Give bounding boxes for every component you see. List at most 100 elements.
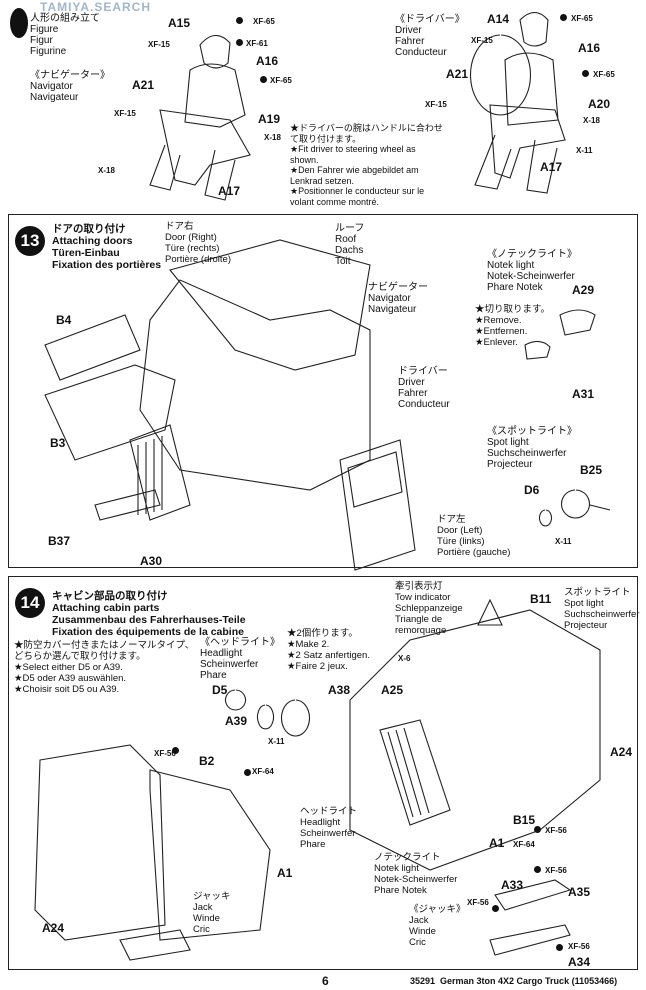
headlight-top-label: 《ヘッドライト》 Headlight Scheinwerfer Phare (200, 637, 280, 681)
jack-left (119, 929, 191, 961)
paint-dot (534, 866, 541, 873)
watermark: TAMIYA.SEARCH (40, 0, 152, 14)
navigator-label: 《ナビゲーター》 Navigator Navigateur (30, 70, 110, 103)
door-left (339, 439, 416, 571)
part-label: A30 (140, 554, 163, 568)
paint-dot (556, 944, 563, 951)
part-label: D5 (212, 683, 228, 697)
paint-label: X-18 (264, 133, 281, 142)
paint-dot (260, 76, 267, 83)
paint-label: X-18 (583, 116, 600, 125)
paint-label: X-11 (576, 146, 593, 155)
paint-label: XF-56 (467, 898, 489, 907)
part-label: A39 (225, 714, 248, 728)
driver-label-13: ドライバー Driver Fahrer Conducteur (398, 366, 450, 410)
paint-label: XF-56 (154, 749, 176, 758)
part-label: B15 (513, 813, 536, 827)
paint-dot (172, 747, 179, 754)
step14-frame (8, 576, 638, 970)
cab-front-left (149, 769, 271, 941)
driver-label: 《ドライバー》 Driver Fahrer Conducteur (395, 14, 465, 58)
paint-dot (492, 905, 499, 912)
paint-label: X-11 (268, 737, 285, 746)
part-label: A25 (381, 683, 404, 697)
part-label: B37 (48, 534, 71, 548)
paint-label: XF-56 (545, 866, 567, 875)
spot-label-13: 《スポットライト》 Spot light Suchscheinwerfer Pr… (487, 426, 577, 470)
part-label: B3 (50, 436, 66, 450)
paint-label: XF-15 (148, 40, 170, 49)
remove-note: ★切り取ります。 ★Remove. ★Entfernen. ★Enlever. (475, 304, 551, 348)
paint-label: XF-65 (270, 76, 292, 85)
cab-body (139, 279, 371, 491)
part-label: A21 (446, 67, 469, 81)
part-label: A19 (258, 112, 281, 126)
part-label: A21 (132, 78, 155, 92)
part-label: A1 (489, 836, 505, 850)
navigator-label-13: ナビゲーター Navigator Navigateur (368, 282, 428, 315)
part-label: A35 (568, 885, 591, 899)
paint-dot (534, 826, 541, 833)
jack-right (489, 879, 572, 956)
part-label: A1 (277, 866, 293, 880)
hood-panel-b4 (44, 314, 141, 381)
figure-label: Figure Figur Figurine (30, 24, 67, 57)
spot-light-part (538, 489, 611, 527)
driver-fit-note: ★ドライバーの腕はハンドルに合わせ て取り付けます。 ★Fit driver t… (290, 123, 443, 207)
paint-dot (244, 769, 251, 776)
part-label: A29 (572, 283, 595, 297)
navigator-figure (149, 34, 251, 201)
part-label: A31 (572, 387, 595, 401)
make-two-note: ★2個作ります。 ★Make 2. ★2 Satz anfertigen. ★F… (287, 628, 370, 672)
product-code: 35291 German 3ton 4X2 Cargo Truck (11053… (410, 976, 618, 986)
paint-dot (236, 39, 243, 46)
jack-left-label: ジャッキ Jack Winde Cric (193, 891, 231, 935)
cab-rear-left (34, 744, 166, 941)
tow-indicator-label: 牽引表示灯 Tow indicator Schleppanzeige Trian… (395, 581, 463, 636)
paint-label: XF-56 (545, 826, 567, 835)
part-label: A24 (42, 921, 65, 935)
notek-label-14: ノテックライト Notek light Notek-Scheinwerfer P… (374, 852, 458, 896)
part-label: A38 (328, 683, 351, 697)
step14-title: キャビン部品の取り付け Attaching cabin parts Zusamm… (52, 590, 246, 638)
part-label: A33 (501, 878, 524, 892)
part-label: B25 (580, 463, 603, 477)
radiator-right (379, 719, 451, 826)
headlight-label-14: ヘッドライト Headlight Scheinwerfer Phare (300, 806, 358, 850)
part-label: A17 (540, 160, 563, 174)
paint-label: XF-15 (114, 109, 136, 118)
part-label: A15 (168, 16, 191, 30)
paint-label: XF-64 (513, 840, 535, 849)
spot-label-14: スポットライト Spot light Suchscheinwerfer Proj… (564, 587, 640, 631)
part-label: A16 (256, 54, 279, 68)
page-number: 6 (322, 974, 329, 988)
figure-heading-jp: 人形の組み立て (30, 13, 100, 24)
notek-label-13: 《ノテックライト》 Notek light Notek-Scheinwerfer… (487, 249, 577, 293)
paint-dot (236, 17, 243, 24)
select-note: ★防空カバー付きまたはノーマルタイプ、 どちらか選んで取り付けます。 ★Sele… (14, 640, 195, 695)
paint-label: X-6 (398, 654, 411, 663)
step13-title: ドアの取り付け Attaching doors Türen-Einbau Fix… (52, 223, 162, 271)
paint-label: X-11 (555, 537, 572, 546)
notek-light-part (524, 309, 596, 360)
headlight-parts (224, 689, 311, 737)
roof-label: ルーフ Roof Dachs Toit (335, 223, 365, 267)
part-label: B2 (199, 754, 215, 768)
steering-wheel (469, 34, 532, 116)
cab-roof (169, 239, 371, 371)
paint-dot (582, 70, 589, 77)
paint-dot (560, 14, 567, 21)
step14-number: 14 (15, 588, 45, 618)
door-right-label: ドア右 Door (Right) Türe (rechts) Portière … (165, 221, 231, 265)
paint-label: XF-15 (471, 36, 493, 45)
figure-step-icon (10, 8, 28, 38)
step13-frame (8, 214, 638, 568)
part-label: A34 (568, 955, 591, 969)
paint-label: XF-65 (593, 70, 615, 79)
driver-figure (474, 11, 566, 194)
paint-label: X-18 (98, 166, 115, 175)
part-label: D6 (524, 483, 540, 497)
door-left-label: ドア左 Door (Left) Türe (links) Portière (g… (437, 514, 511, 558)
part-label: B11 (530, 592, 552, 606)
